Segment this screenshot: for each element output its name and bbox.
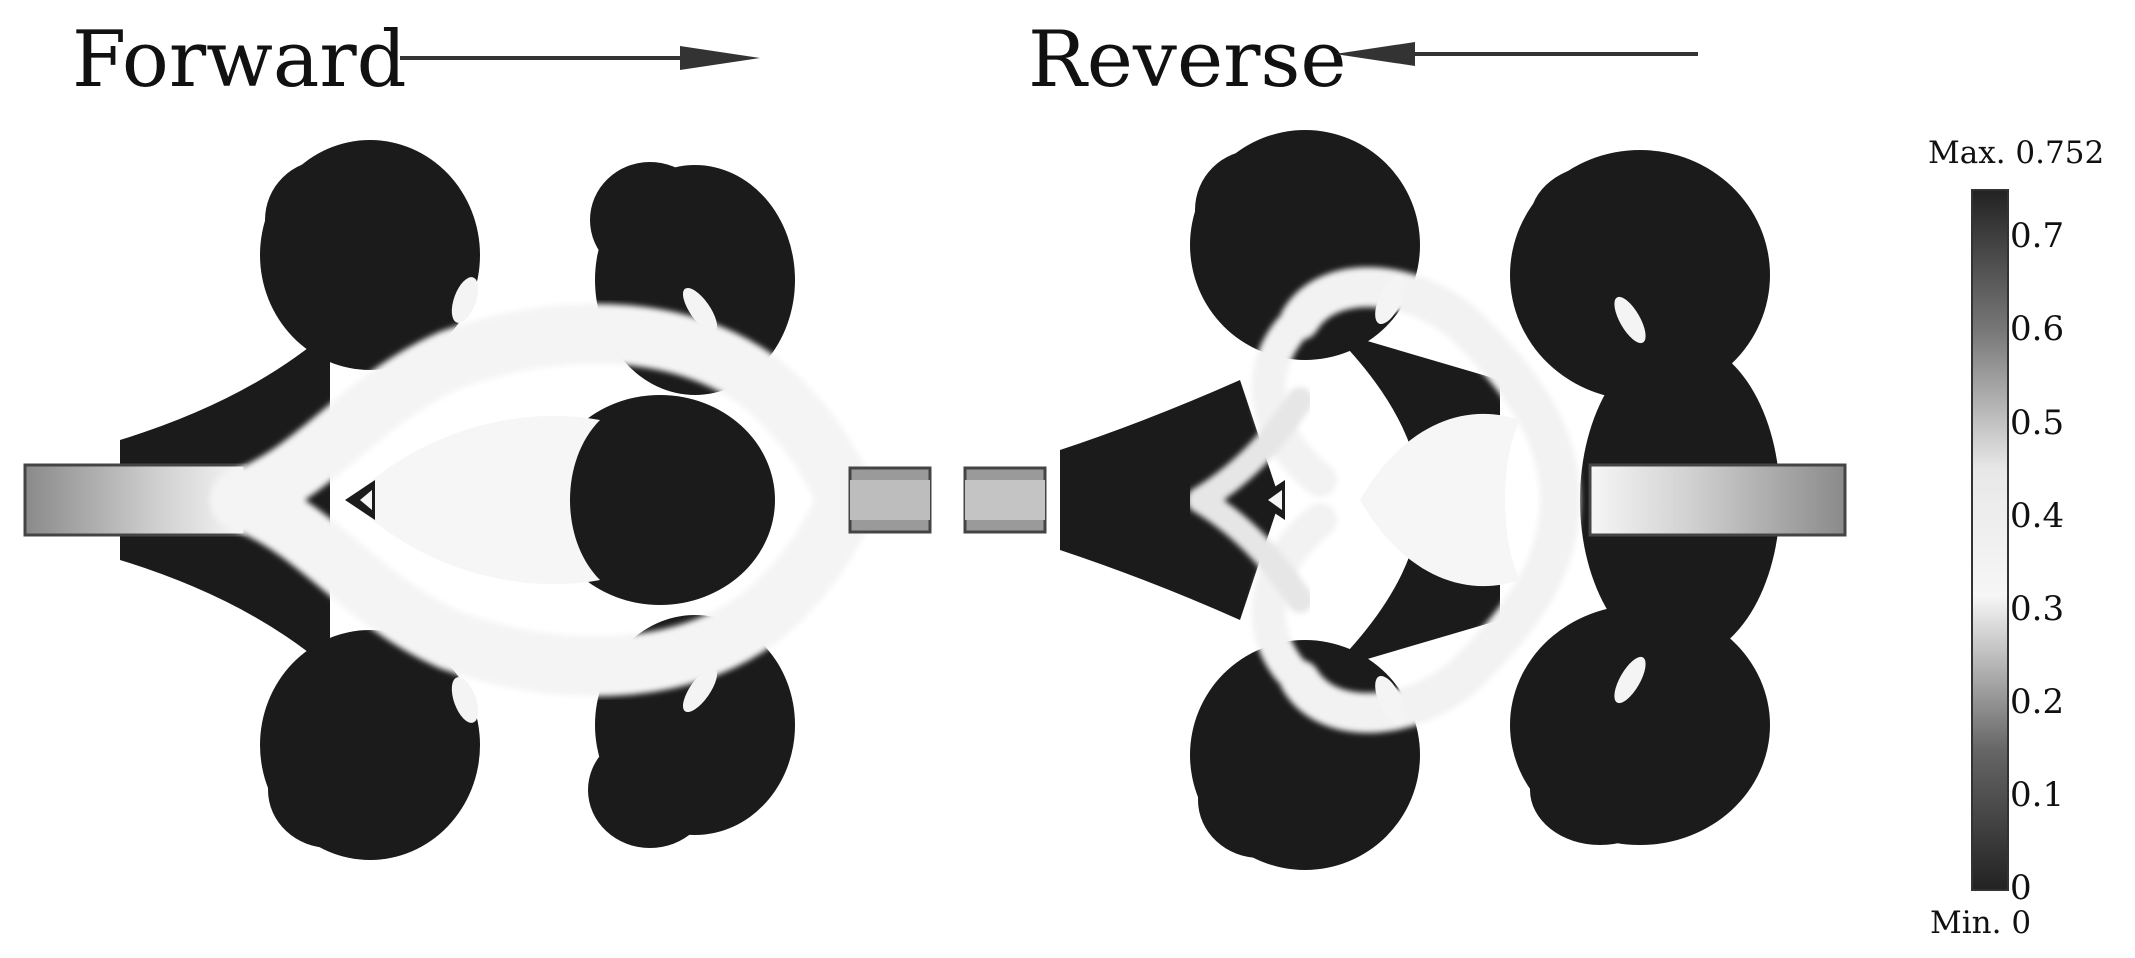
reverse-inlet	[1588, 463, 1847, 537]
colorbar-tick-label: 0.3	[2010, 588, 2065, 629]
colorbar-tick-label: 0.6	[2010, 309, 2065, 350]
colorbar-tick-label: 0.4	[2010, 495, 2065, 536]
colorbar-min-label: Min. 0	[1930, 905, 2032, 941]
colorbar-max-label: Max. 0.752	[1928, 135, 2105, 171]
colorbar-tick-label: 0.5	[2010, 402, 2065, 443]
colorbar-tick-label: 0.2	[2010, 681, 2065, 722]
colorbar-tick-label: 0.7	[2010, 216, 2065, 257]
forward-pocket	[350, 415, 600, 585]
forward-panel	[23, 140, 932, 860]
reverse-arrow-icon	[1335, 42, 1698, 66]
colorbar	[1971, 189, 2009, 891]
forward-arrow-icon	[400, 46, 760, 70]
reverse-panel	[963, 130, 1847, 870]
forward-label: Forward	[72, 15, 407, 105]
forward-slivers	[451, 277, 718, 723]
forward-streams	[210, 303, 880, 697]
reverse-label: Reverse	[1028, 15, 1347, 105]
forward-inlet	[23, 463, 247, 537]
reverse-center	[1360, 413, 1520, 587]
colorbar-tick-label: 0	[2010, 868, 2032, 908]
colorbar-tick-label: 0.1	[2010, 774, 2065, 815]
reverse-slivers	[1375, 275, 1646, 725]
reverse-swirls	[1251, 267, 1580, 733]
colorbar-gradient	[1971, 189, 2009, 891]
